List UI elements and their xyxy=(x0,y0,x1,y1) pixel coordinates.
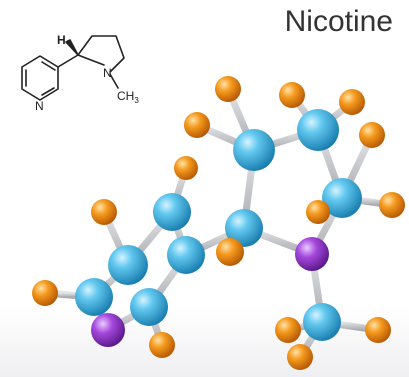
hydrogen-atom-h2 xyxy=(184,112,210,138)
hydrogen-atom-h15 xyxy=(287,344,313,370)
hydrogen-label: H xyxy=(57,33,66,47)
pyridine-nitrogen-label: N xyxy=(35,99,44,113)
pyrrolidine-nitrogen-label: N xyxy=(103,66,112,80)
hydrogen-atom-h6 xyxy=(379,192,405,218)
hydrogen-atom-h14 xyxy=(365,317,391,343)
carbon-atom-c4 xyxy=(130,288,168,326)
pyridine-double-bond-2 xyxy=(41,61,56,71)
molecule-atoms xyxy=(32,76,405,370)
methyl-bond xyxy=(109,73,119,89)
methyl-label: CH3 xyxy=(117,89,139,105)
ring-link-bond xyxy=(57,54,79,68)
carbon-atom-c8 xyxy=(297,109,339,151)
pyridine-ring xyxy=(21,55,59,101)
hydrogen-atom-h13 xyxy=(275,317,301,343)
hydrogen-atom-h10 xyxy=(32,280,58,306)
stereo-wedge xyxy=(65,39,79,56)
hydrogen-atom-h4 xyxy=(339,89,365,115)
hydrogen-atom-h9 xyxy=(91,199,117,225)
hydrogen-atom-h3 xyxy=(279,82,305,108)
pyrrolidine-ring xyxy=(77,35,125,73)
pyrrolidine-closing-bond xyxy=(77,54,105,66)
ground-shadow xyxy=(0,307,409,377)
hydrogen-atom-h8 xyxy=(174,156,198,180)
carbon-atom-c6 xyxy=(225,209,263,247)
carbon-atom-c9 xyxy=(322,178,362,218)
carbon-atom-c1 xyxy=(108,245,148,285)
nitrogen-atom-n2 xyxy=(295,237,329,271)
nitrogen-atom-n1 xyxy=(91,313,125,347)
hydrogen-atom-h7 xyxy=(306,200,330,224)
skeletal-formula xyxy=(21,35,125,101)
hydrogen-atom-h11 xyxy=(149,332,175,358)
pyridine-double-bond-3 xyxy=(41,87,55,96)
carbon-atom-c7 xyxy=(233,129,275,171)
hydrogen-atom-h1 xyxy=(215,76,241,102)
carbon-atom-c3 xyxy=(167,236,205,274)
carbon-atom-c2 xyxy=(153,193,191,231)
title-text: Nicotine xyxy=(285,5,393,38)
carbon-atom-c10 xyxy=(303,303,341,341)
hydrogen-atom-h12 xyxy=(216,238,244,266)
carbon-atom-c5 xyxy=(75,278,113,316)
hydrogen-atom-h5 xyxy=(359,122,385,148)
